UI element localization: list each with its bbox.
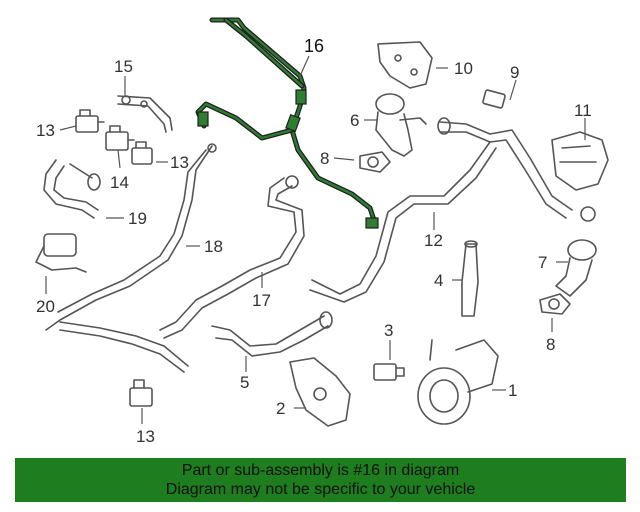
part-3-fitting[interactable] (373, 363, 405, 381)
callout-4: 4 (434, 271, 443, 290)
callout-19: 19 (128, 209, 147, 228)
callout-13-bottom: 13 (136, 427, 155, 446)
part-2-bracket[interactable] (289, 357, 351, 427)
part-1-air-pump[interactable] (417, 339, 499, 425)
callout-12: 12 (424, 231, 443, 250)
callout-6: 6 (350, 111, 359, 130)
part-17-hose[interactable] (159, 175, 305, 339)
part-8-gasket-bottom[interactable] (539, 293, 571, 315)
callout-11: 11 (574, 101, 592, 120)
part-5-hose[interactable] (211, 311, 333, 357)
callout-7: 7 (538, 253, 547, 272)
highlighted-part-16[interactable] (195, 17, 379, 229)
callout-13-top: 13 (36, 121, 55, 140)
part-18-pipe[interactable] (45, 143, 217, 373)
callout-2: 2 (276, 399, 285, 418)
part-7-valve[interactable] (555, 239, 597, 297)
part-10-bracket[interactable] (377, 41, 433, 89)
part-6-valve[interactable] (375, 93, 427, 157)
part-14-valve[interactable] (105, 125, 135, 151)
part-9-sensor[interactable] (482, 89, 506, 109)
leader-lines (45, 55, 586, 424)
callout-8-bottom: 8 (546, 335, 555, 354)
parts-diagram: 16 15 10 9 13 6 11 13 8 14 19 12 18 7 4 … (35, 17, 609, 446)
info-banner: Part or sub-assembly is #16 in diagram D… (15, 458, 626, 502)
callout-20: 20 (36, 297, 55, 316)
callout-5: 5 (240, 373, 249, 392)
callout-14: 14 (110, 173, 129, 192)
part-11-heat-shield[interactable] (551, 131, 609, 191)
part-8-gasket-top[interactable] (359, 151, 391, 173)
callout-3: 3 (384, 321, 393, 340)
part-15-bracket[interactable] (117, 95, 173, 133)
callout-8-top: 8 (320, 149, 329, 168)
part-20-valve[interactable] (35, 233, 87, 273)
callout-10: 10 (454, 59, 473, 78)
callout-labels: 16 15 10 9 13 6 11 13 8 14 19 12 18 7 4 … (36, 36, 592, 446)
banner-line-part: Part or sub-assembly is #16 in diagram (181, 462, 460, 479)
part-13-valve-top[interactable] (75, 109, 105, 133)
part-12-pipe[interactable] (309, 117, 596, 303)
callout-18: 18 (204, 237, 223, 256)
callout-9: 9 (510, 63, 519, 82)
callout-15: 15 (114, 57, 133, 76)
banner-line-disclaimer: Diagram may not be specific to your vehi… (165, 481, 476, 498)
part-13-valve-mid[interactable] (131, 141, 153, 165)
callout-1: 1 (508, 381, 517, 400)
part-4-hose[interactable] (461, 240, 479, 317)
callout-16: 16 (304, 36, 324, 56)
part-13-valve-bottom[interactable] (129, 379, 153, 407)
callout-17: 17 (252, 291, 271, 310)
part-19-hose[interactable] (43, 159, 101, 219)
callout-13-mid: 13 (170, 153, 189, 172)
